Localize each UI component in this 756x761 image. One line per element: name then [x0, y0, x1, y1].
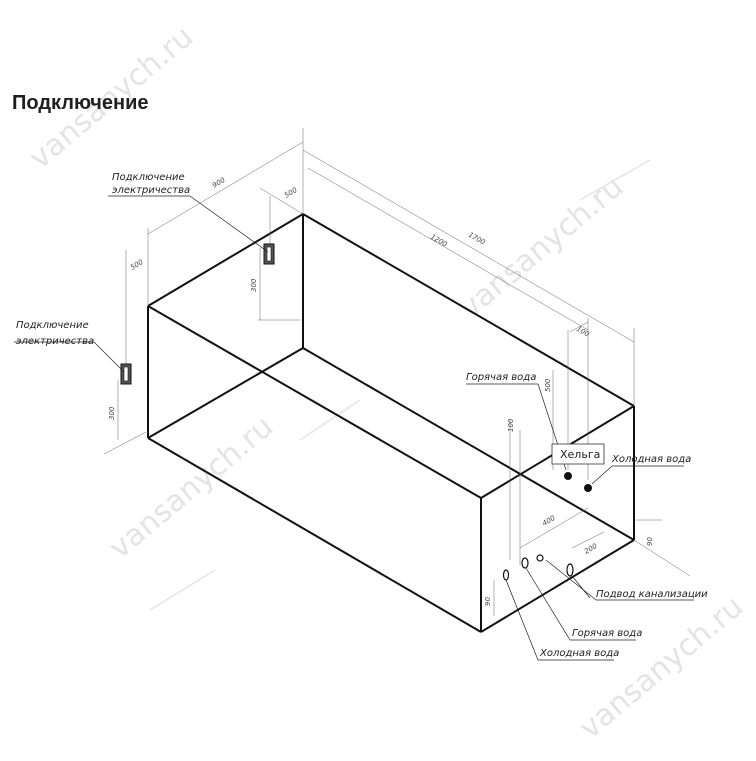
dim-electric-offset-top: 500 — [283, 186, 299, 200]
dim-floor-200: 200 — [583, 542, 599, 556]
dim-length: 1700 — [467, 231, 487, 247]
box-edge — [147, 213, 304, 307]
dim-length-inner: 1200 — [429, 233, 449, 249]
leader-lines — [14, 195, 694, 661]
label-hot-water-top: Горячая вода — [466, 372, 536, 383]
valve-cold-top — [584, 484, 592, 492]
socket-left — [120, 363, 132, 385]
dim-height-90-right: 90 — [646, 537, 654, 546]
fitting-drain-b — [566, 563, 574, 577]
valve-hot-top — [564, 472, 572, 480]
box-edge — [147, 437, 482, 633]
dim-width: 900 — [211, 176, 227, 190]
dim-electric-height-top: 300 — [250, 278, 258, 292]
label-electric-top-2: электричества — [112, 185, 190, 196]
dim-electric-height-left: 300 — [108, 406, 116, 420]
callout-labels: Подключение электричества Подключение эл… — [16, 172, 708, 659]
model-label-text: Хельга — [560, 448, 600, 461]
fitting-drain-a — [536, 554, 544, 562]
label-electric-left-2: электричества — [16, 336, 94, 347]
box-edge — [302, 347, 635, 541]
model-label: Хельга — [551, 443, 605, 465]
box-edge — [302, 213, 635, 407]
watermark: vansanych.ru — [103, 409, 280, 566]
label-cold-water-top: Холодная вода — [611, 454, 691, 465]
page-title: Подключение — [12, 92, 149, 114]
label-electric-top-1: Подключение — [112, 172, 185, 183]
dimension-lines — [103, 128, 691, 616]
socket-top — [263, 243, 275, 265]
fitting-hot-bottom — [521, 557, 529, 569]
dim-height-90-left: 90 — [484, 597, 492, 606]
watermark: vansanych.ru — [453, 169, 630, 326]
dim-floor-400: 400 — [541, 514, 557, 528]
box-edge — [480, 539, 635, 633]
model-label-box — [551, 443, 605, 465]
label-electric-left-1: Подключение — [16, 320, 89, 331]
dim-height-100: 100 — [507, 418, 515, 432]
label-cold-water-bottom: Холодная вода — [539, 648, 619, 659]
fittings — [502, 472, 592, 581]
box-edge — [147, 347, 304, 439]
watermark: vansanych.ru — [573, 589, 750, 746]
bathtub-box — [147, 213, 635, 633]
box-edge — [147, 305, 482, 499]
dim-water-span: 500 — [544, 378, 552, 392]
dim-offset-100-top: 100 — [575, 325, 591, 339]
dim-electric-offset-left: 500 — [129, 258, 145, 272]
label-hot-water-bottom: Горячая вода — [572, 628, 642, 639]
fitting-cold-bottom — [502, 569, 510, 581]
label-drain: Подвод канализации — [596, 589, 708, 600]
